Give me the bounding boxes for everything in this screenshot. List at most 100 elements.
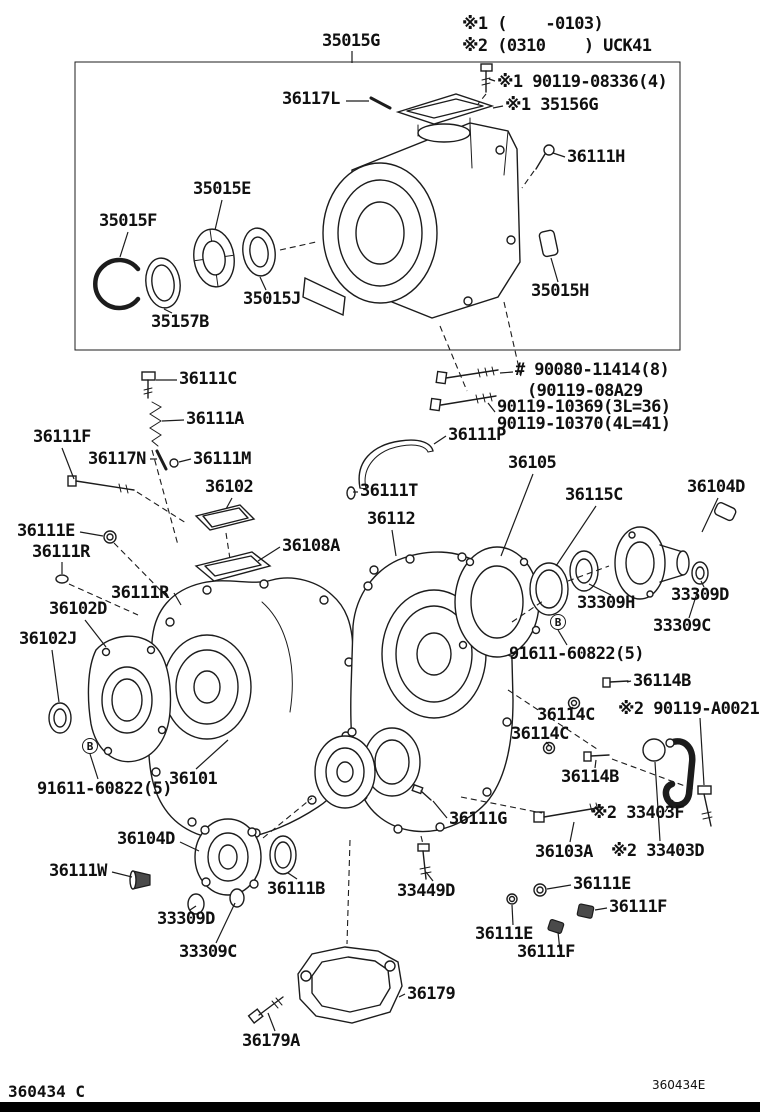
part-label-2-90119-A0021: ※2 90119-A0021 <box>618 699 760 719</box>
part-label-36111E: 36111E <box>573 874 631 894</box>
part-label-33309D: 33309D <box>671 585 729 605</box>
part-36114C-washer <box>567 696 581 710</box>
part-label-36111F: 36111F <box>33 427 91 447</box>
part-35015H-plug <box>538 229 559 258</box>
part-36111W-plug <box>129 870 151 890</box>
part-36111E-washer-right-2 <box>506 893 518 905</box>
part-33403F-bracket <box>662 738 696 809</box>
part-label-36111F: 36111F <box>609 897 667 917</box>
part-label-36101: 36101 <box>169 769 218 789</box>
part-36117L-pin <box>369 96 392 110</box>
part-label-36112: 36112 <box>367 509 416 529</box>
part-36111M-ball <box>169 458 179 468</box>
circled-letter-B: B <box>550 614 566 630</box>
part-90119-10369-bolt <box>429 392 497 412</box>
part-36111G-plug <box>411 783 432 801</box>
part-36111C-bolt <box>141 371 156 399</box>
part-36105-retainer <box>454 546 541 658</box>
part-90080-11414-bolt <box>435 366 499 385</box>
part-label-33309C: 33309C <box>653 616 711 636</box>
part-label-91611-60822-5: 91611-60822(5) <box>509 644 644 664</box>
part-36104D-flange-rear <box>614 526 690 600</box>
part-label-36104D: 36104D <box>687 477 745 497</box>
part-35156G-cover <box>395 93 495 125</box>
part-label-35015G: 35015G <box>322 31 380 51</box>
part-36111E-nut-right <box>533 883 547 897</box>
part-label-36108A: 36108A <box>282 536 340 556</box>
part-label-33449D: 33449D <box>397 881 455 901</box>
part-36111R-washer <box>55 574 69 584</box>
part-label-35157B: 35157B <box>151 312 209 332</box>
part-label-36179A: 36179A <box>242 1031 300 1051</box>
part-label-36102: 36102 <box>205 477 254 497</box>
part-35015J-seal <box>242 227 276 277</box>
front-output-bore <box>314 735 376 809</box>
part-label-36111P: 36111P <box>448 425 506 445</box>
part-36108A-gasket <box>194 551 272 582</box>
part-label-90119-10369-3L-36: 90119-10369(3L=36) <box>497 397 671 417</box>
part-label-2-33403F: ※2 33403F <box>591 803 685 823</box>
part-label-36115C: 36115C <box>565 485 623 505</box>
part-label-36111G: 36111G <box>449 809 507 829</box>
part-label-36111M: 36111M <box>193 449 251 469</box>
part-36111P-pipe <box>358 439 434 490</box>
part-label-36114C: 36114C <box>537 705 595 725</box>
part-label-35015H: 35015H <box>531 281 589 301</box>
part-label-35015J: 35015J <box>243 289 301 309</box>
part-33309D-washer-rear <box>691 561 709 585</box>
bottom-scan-bar <box>0 1102 760 1112</box>
part-label-33309H: 33309H <box>577 593 635 613</box>
part-label-36103A: 36103A <box>535 842 593 862</box>
part-33309C-ring-front <box>229 888 245 908</box>
part-label-36102D: 36102D <box>49 599 107 619</box>
part-label-35015F: 35015F <box>99 211 157 231</box>
part-label-2-33403D: ※2 33403D <box>611 841 705 861</box>
part-36179-dust-cover <box>297 839 403 1024</box>
part-36111F-plug-right-2 <box>547 919 565 934</box>
part-36179A-bolt <box>247 996 284 1025</box>
part-label-36111T: 36111T <box>360 481 418 501</box>
part-label-90119-10370-4L-41: 90119-10370(4L=41) <box>497 414 671 434</box>
part-33449D-bolt <box>417 843 432 880</box>
part-36111B-seal <box>269 835 297 875</box>
part-36111H-breather <box>521 144 555 189</box>
part-label-36114C: 36114C <box>511 724 569 744</box>
part-36114B-bolt-2 <box>583 751 610 762</box>
part-label-36114B: 36114B <box>561 767 619 787</box>
part-36101-case-front <box>146 577 358 841</box>
part-label-36105: 36105 <box>508 453 557 473</box>
part-label-33309D: 33309D <box>157 909 215 929</box>
right-output-parts <box>454 502 737 658</box>
part-label-1-0103: ※1 ( -0103) <box>462 14 604 34</box>
part-36111F-stud <box>67 475 135 494</box>
part-label-90119-08A29: (90119-08A29 <box>527 381 643 401</box>
sheet-code: 360434E <box>652 1078 706 1092</box>
part-36114C-washer-2 <box>542 741 556 755</box>
part-36115C-seal <box>529 562 569 616</box>
bottom-left-flange-group <box>129 797 313 915</box>
part-36102J-seal <box>48 702 72 734</box>
part-label-36111R: 36111R <box>32 542 90 562</box>
part-label-36111E: 36111E <box>17 521 75 541</box>
part-label-90080-11414-8: # 90080-11414(8) <box>515 360 670 380</box>
part-35015E-bearing <box>193 228 235 288</box>
part-36102-plate <box>194 504 256 531</box>
part-36111T-clamp <box>346 486 356 500</box>
part-label-2-0310-UCK41: ※2 (0310 ) UCK41 <box>462 36 652 56</box>
part-label-1-90119-08336-4: ※1 90119-08336(4) <box>497 72 668 92</box>
top-parts-box <box>74 51 681 351</box>
part-90119-A0021-bolt <box>697 785 713 827</box>
part-35015F-snap-ring <box>93 257 141 311</box>
part-label-36111C: 36111C <box>179 369 237 389</box>
transfer-case-top-view <box>302 117 521 319</box>
right-lower-hardware <box>411 677 713 934</box>
part-36117N-stud <box>155 449 168 471</box>
part-label-36111A: 36111A <box>186 409 244 429</box>
part-label-36111B: 36111B <box>267 879 325 899</box>
circled-letter-B: B <box>82 738 98 754</box>
part-label-36111W: 36111W <box>49 861 107 881</box>
middle-hardware <box>55 301 522 616</box>
part-label-35015E: 35015E <box>193 179 251 199</box>
part-plug-top-right <box>714 502 737 522</box>
